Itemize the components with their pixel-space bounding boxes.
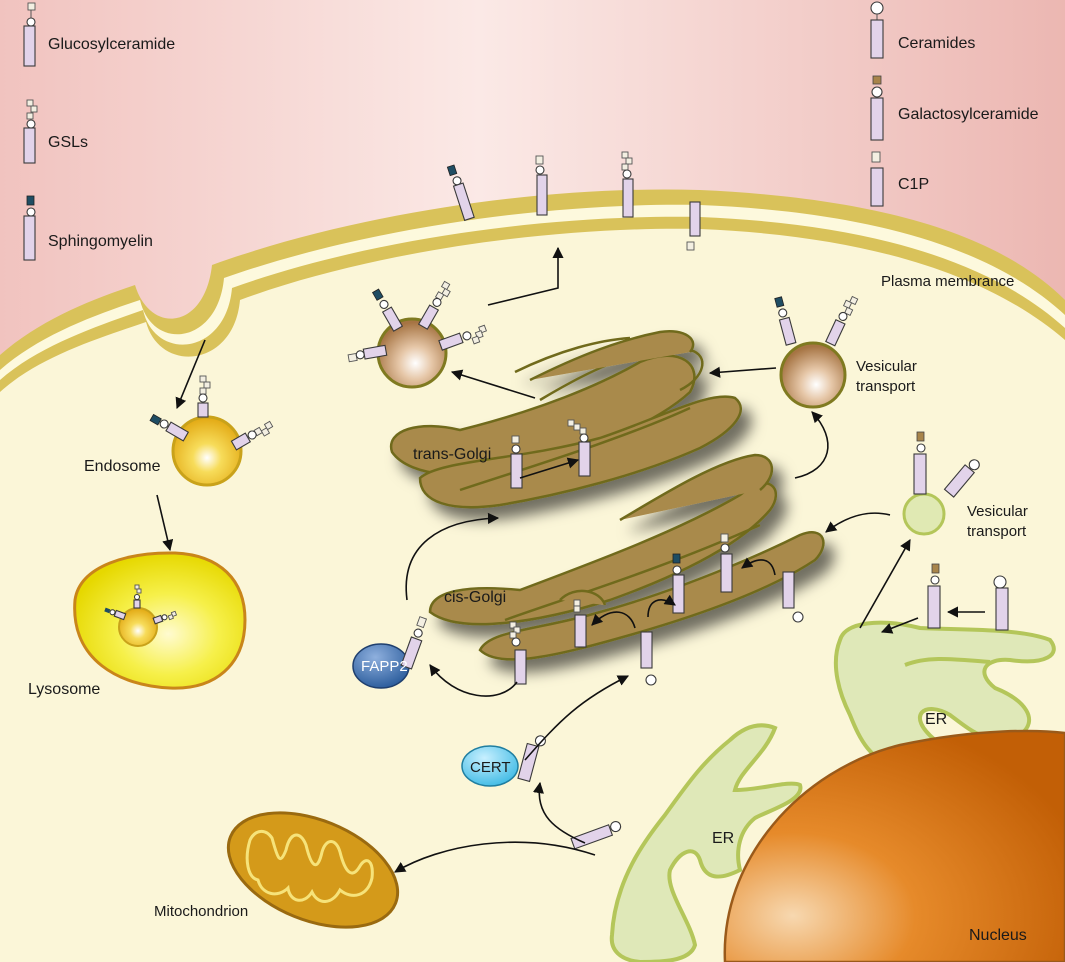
vesicular-transport-lower-label-1: Vesicular bbox=[967, 503, 1028, 520]
er-lower-label: ER bbox=[712, 830, 734, 847]
membrane-lipids bbox=[446, 151, 701, 251]
er-lipids bbox=[570, 563, 1009, 850]
legend-glucosylceramide-label: Glucosylceramide bbox=[48, 36, 175, 53]
legend-gsls-icon bbox=[23, 99, 38, 164]
mitochondrion-label: Mitochondrion bbox=[154, 903, 248, 920]
cert-label: CERT bbox=[470, 759, 511, 776]
er-lower bbox=[609, 723, 803, 962]
fapp2-label: FAPP2 bbox=[361, 658, 408, 675]
cert-protein bbox=[461, 735, 546, 787]
legend-galactosylceramide-icon bbox=[870, 75, 884, 141]
legend-gsls-label: GSLs bbox=[48, 134, 88, 151]
legend-sphingomyelin-icon bbox=[23, 195, 36, 261]
cis-golgi-label: cis-Golgi bbox=[444, 589, 506, 606]
plasma-membrane-label: Plasma membrance bbox=[881, 273, 1014, 290]
golgi-vesicle-left bbox=[347, 280, 487, 389]
legend-sphingomyelin-label: Sphingomyelin bbox=[48, 233, 153, 250]
vesicular-transport-upper-label-2: transport bbox=[856, 378, 916, 395]
vesicular-transport-vesicle-upper bbox=[774, 295, 859, 409]
mitochondrion bbox=[226, 811, 400, 929]
vesicular-transport-lower-label-2: transport bbox=[967, 523, 1027, 540]
fapp2-protein bbox=[352, 616, 428, 689]
legend-ceramides-label: Ceramides bbox=[898, 35, 975, 52]
legend: Glucosylceramide GSLs Sphingomyelin Cera… bbox=[23, 1, 1039, 261]
legend-c1p-label: C1P bbox=[898, 176, 929, 193]
vesicular-transport-upper-label-1: Vesicular bbox=[856, 358, 917, 375]
legend-galactosylceramide-label: Galactosylceramide bbox=[898, 106, 1039, 123]
legend-c1p-icon bbox=[870, 151, 884, 207]
legend-ceramides-icon bbox=[870, 1, 884, 59]
nucleus-label: Nucleus bbox=[969, 927, 1027, 944]
vesicular-transport-vesicle-lower bbox=[902, 431, 980, 536]
lysosome bbox=[73, 551, 247, 690]
er-upper-label: ER bbox=[925, 711, 947, 728]
cis-golgi bbox=[428, 453, 825, 661]
trans-golgi-label: trans-Golgi bbox=[413, 446, 491, 463]
nucleus bbox=[723, 729, 1065, 962]
lysosome-label: Lysosome bbox=[28, 681, 100, 698]
endosome-label: Endosome bbox=[84, 458, 161, 475]
transport-arrows bbox=[156, 246, 985, 873]
endosome bbox=[149, 375, 274, 487]
legend-glucosylceramide-icon bbox=[23, 2, 36, 67]
